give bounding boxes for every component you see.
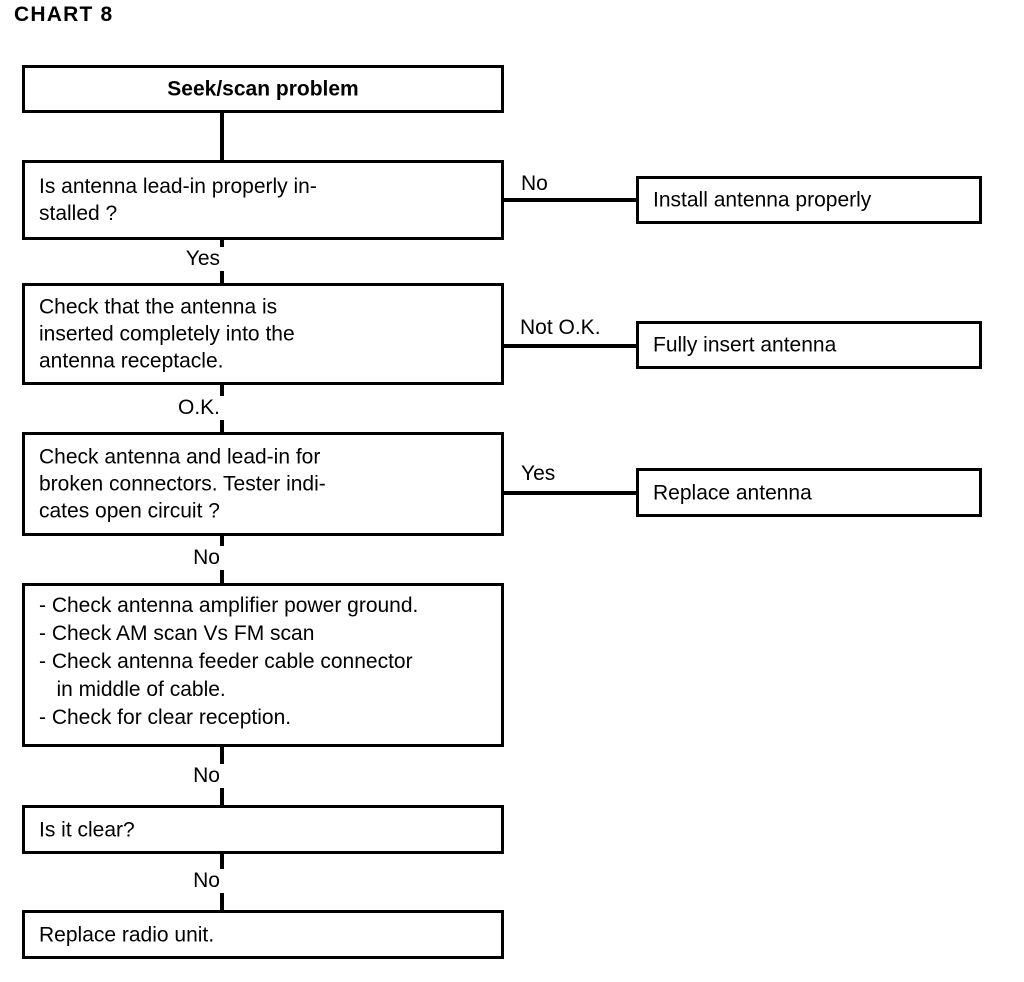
connector-q2-to-a2: [502, 344, 640, 348]
edge-label-q3-no: No: [120, 546, 224, 570]
node-seek-scan-problem[interactable]: Seek/scan problem: [22, 65, 504, 113]
node-replace-radio-unit[interactable]: Replace radio unit.: [22, 910, 504, 959]
list-item: in middle of cable.: [39, 678, 226, 701]
list-item: - Check AM scan Vs FM scan: [39, 622, 315, 645]
node-label: Is antenna lead-in properly in- stalled …: [39, 175, 317, 225]
page-title: CHART 8: [14, 3, 114, 26]
node-label: Seek/scan problem: [167, 77, 359, 101]
list-item: - Check antenna feeder cable connector: [39, 650, 413, 673]
node-label: Check that the antenna is inserted compl…: [39, 295, 295, 373]
node-additional-checks[interactable]: - Check antenna amplifier power ground. …: [22, 583, 504, 747]
connector-q1-to-a1: [502, 198, 640, 202]
checks-list: - Check antenna amplifier power ground. …: [39, 592, 493, 732]
edge-label-q1-no: No: [521, 172, 548, 196]
node-label: Replace radio unit.: [39, 923, 215, 946]
node-label: Fully insert antenna: [653, 333, 837, 357]
list-item: - Check antenna amplifier power ground.: [39, 594, 419, 617]
node-antenna-leadin-question[interactable]: Is antenna lead-in properly in- stalled …: [22, 160, 504, 240]
node-label: Is it clear?: [39, 818, 135, 841]
node-antenna-inserted-question[interactable]: Check that the antenna is inserted compl…: [22, 283, 504, 385]
node-replace-antenna[interactable]: Replace antenna: [636, 468, 982, 517]
list-item: - Check for clear reception.: [39, 706, 292, 729]
connector-q3-to-a3: [502, 491, 640, 495]
node-label: Replace antenna: [653, 481, 812, 504]
node-is-it-clear-question[interactable]: Is it clear?: [22, 805, 504, 854]
edge-label-q4-no: No: [120, 869, 224, 893]
edge-label-q2-not-ok: Not O.K.: [520, 316, 601, 340]
edge-label-q1-yes: Yes: [120, 247, 224, 271]
node-label: Install antenna properly: [653, 188, 872, 212]
node-label: Check antenna and lead-in for broken con…: [39, 445, 326, 523]
edge-label-q3-yes: Yes: [521, 462, 556, 486]
edge-label-q2-ok: O.K.: [120, 396, 224, 420]
edge-label-checks-no: No: [120, 764, 224, 788]
node-broken-connectors-question[interactable]: Check antenna and lead-in for broken con…: [22, 432, 504, 536]
node-install-antenna-properly[interactable]: Install antenna properly: [636, 176, 982, 224]
node-fully-insert-antenna[interactable]: Fully insert antenna: [636, 321, 982, 369]
connector-start-to-q1: [220, 110, 224, 160]
